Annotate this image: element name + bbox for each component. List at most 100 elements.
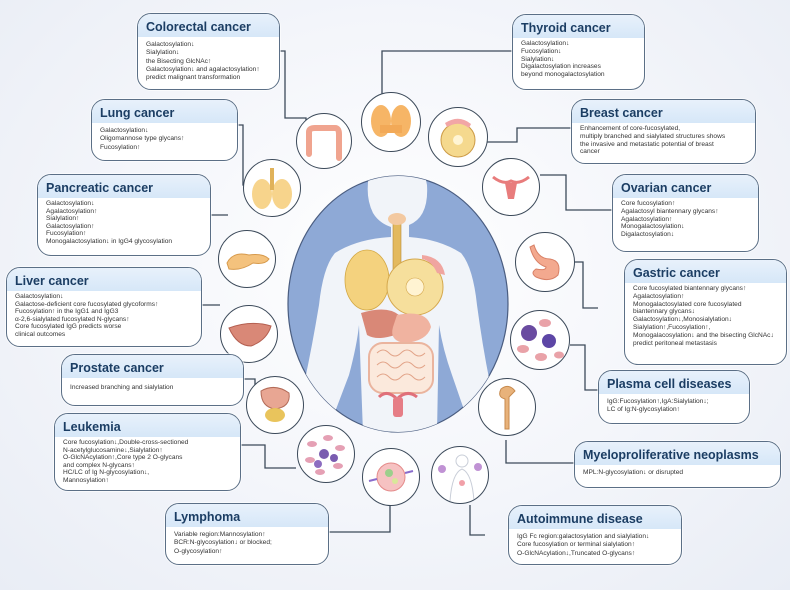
box-line: cancer [580, 148, 600, 156]
box-title: Ovarian cancer [613, 175, 758, 198]
liver-organ-icon [361, 309, 399, 338]
autoimmune-body-icon [431, 446, 489, 504]
box-line: O-GlcNAcylation↓,Truncated O-glycans↑ [517, 549, 636, 557]
stomach-icon [515, 232, 575, 292]
blood-cells-icon [510, 310, 570, 370]
box-line: IgG:Fucosylation↑,IgA:Sialylation↓; [607, 398, 709, 405]
connector-myelo [505, 440, 574, 464]
connector-lymphoma [327, 500, 391, 533]
box-title: Myeloproliferative neoplasms [575, 442, 780, 465]
lymphoma-cell-icon [362, 448, 420, 506]
box-title: Gastric cancer [625, 260, 786, 283]
box-breast-cancer: Breast cancer Enhancement of core-fucosy… [571, 99, 756, 164]
box-line: the Bisecting GlcNAc↑ [146, 57, 212, 65]
box-title: Plasma cell diseases [599, 371, 749, 394]
box-title: Breast cancer [572, 100, 755, 123]
box-line: multiply branched and sialylated structu… [580, 132, 726, 140]
box-line: the invasive and metastatic potential of… [580, 140, 714, 148]
box-line: Core fucosylation↑ [621, 200, 676, 207]
box-leukemia: Leukemia Core fucosylation↓,Double-cross… [54, 413, 241, 491]
box-line: Core fucosylated IgG predicts worse [15, 323, 122, 331]
connector-plasma [570, 344, 598, 391]
box-title: Autoimmune disease [509, 506, 681, 529]
box-title: Pancreatic cancer [38, 175, 210, 198]
box-line: Galactosylation↓ and agalactosylation↑ [146, 65, 260, 73]
connector-leukemia [239, 444, 296, 469]
box-lymphoma: Lymphoma Variable region:Mannosylation↑ … [165, 503, 329, 565]
box-thyroid-cancer: Thyroid cancer Galactosylation↓ Fucosyla… [512, 14, 645, 90]
box-line: Galactosylation↓ [15, 293, 64, 300]
box-line: Sialylation↑ [46, 215, 80, 223]
box-line: clinical outcomes [15, 330, 66, 338]
box-line: Core fucosylated biantennary glycans↑ [633, 285, 747, 292]
box-title: Lymphoma [166, 504, 328, 527]
box-liver-cancer: Liver cancer Galactosylation↓ Galactose-… [6, 267, 202, 347]
lung-organ-icon [344, 249, 390, 311]
box-title: Liver cancer [7, 268, 201, 291]
box-line: Monogalacosylation↓ and the bisecting Gl… [633, 331, 774, 339]
box-line: N-acetylglucosamine↓,Sialylation↑ [63, 446, 163, 454]
box-plasma-cell-diseases: Plasma cell diseases IgG:Fucosylation↑,I… [598, 370, 750, 424]
box-line: Sialylation↓ [521, 55, 555, 63]
box-gastric-cancer: Gastric cancer Core fucosylated biantenn… [624, 259, 787, 365]
connector-ovarian [540, 174, 612, 211]
box-line: O-GlcNAcylation↑,Core type 2 O-glycans [63, 454, 183, 462]
human-body-icon [287, 175, 509, 433]
box-line: O-glycosylation↑ [174, 547, 223, 555]
box-line: predict malignant transformation [146, 74, 241, 82]
box-line: beyond monogalactosylation [521, 71, 605, 79]
box-line: Galactosylation↑ [46, 222, 95, 230]
box-line: predict peritoneal metastasis [633, 339, 717, 347]
connector-colorectal [278, 50, 307, 120]
connector-gastric [573, 261, 598, 309]
box-line: Monogalactosylation↓ [621, 223, 685, 231]
uterus-icon [482, 158, 540, 216]
box-pancreatic-cancer: Pancreatic cancer Galactosylation↓ Agala… [37, 174, 211, 256]
box-line: Agalactosylation↑ [633, 292, 685, 300]
box-line: Galactosylation↓,Monosialylation↓ [633, 316, 732, 324]
box-line: α-2,6-sialylated fucosylated N-glycans↑ [15, 315, 130, 323]
box-line: Galactosylation↓ [100, 127, 149, 134]
box-line: Digalactosylation increases [521, 63, 601, 71]
box-line: Digalactosylation↓ [621, 231, 675, 239]
box-line: IgG Fc region:galactosylation and sialyl… [517, 533, 650, 540]
box-line: Agalactosylation↑ [621, 215, 673, 223]
box-line: Fucosylation↑ in the IgG1 and IgG3 [15, 308, 119, 316]
box-line: Monogalactosylated core fucosylated [633, 300, 742, 308]
box-line: Agalactosylation↑ [46, 207, 98, 215]
box-colorectal-cancer: Colorectal cancer Galactosylation↓ Sialy… [137, 13, 280, 90]
box-ovarian-cancer: Ovarian cancer Core fucosylation↑ Agalac… [612, 174, 759, 252]
box-myeloproliferative-neoplasms: Myeloproliferative neoplasms MPL:N-glyco… [574, 441, 781, 488]
box-line: Mannosylation↑ [63, 476, 109, 484]
box-autoimmune-disease: Autoimmune disease IgG Fc region:galacto… [508, 505, 682, 565]
box-line: Monogalactosylation↓ in IgG4 glycosylati… [46, 237, 173, 245]
box-prostate-cancer: Prostate cancer Increased branching and … [61, 354, 244, 406]
bone-icon [478, 378, 536, 436]
box-line: and complex N-glycans↑ [63, 461, 135, 469]
breast-icon [428, 107, 488, 167]
connector-thyroid [381, 50, 512, 100]
thyroid-icon [361, 92, 421, 152]
box-title: Thyroid cancer [513, 15, 644, 38]
box-line: Sialylation↑,Fucosylation↑, [633, 323, 711, 331]
box-line: Sialylation↓ [146, 49, 180, 57]
pancreas-icon [218, 230, 276, 288]
box-line: Core fucosylation↓,Double-cross-sectione… [63, 439, 189, 446]
box-line: Galactose-deficient core fucosylated gly… [15, 300, 159, 308]
box-title: Lung cancer [92, 100, 237, 123]
box-line: LC of Ig:N-glycosylation↑ [607, 406, 680, 414]
box-title: Colorectal cancer [138, 14, 279, 37]
box-line: Increased branching and sialylation [70, 384, 174, 391]
box-line: Fucosylation↑ [46, 230, 87, 238]
box-line: Galactosylation↓ [146, 41, 195, 48]
box-line: HC/LC of Ig N-glycosylation↓, [63, 469, 150, 477]
leukemia-cells-icon [297, 425, 355, 483]
box-line: Enhancement of core-fucosylated, [580, 125, 681, 132]
box-title: Leukemia [55, 414, 240, 437]
box-line: Galactosylation↓ [521, 40, 570, 47]
box-lung-cancer: Lung cancer Galactosylation↓ Oligomannos… [91, 99, 238, 161]
colon-icon [296, 113, 352, 169]
box-line: Fucosylation↑ [100, 143, 141, 151]
box-line: biantennary glycans↓ [633, 308, 695, 316]
liver-icon [220, 305, 278, 363]
